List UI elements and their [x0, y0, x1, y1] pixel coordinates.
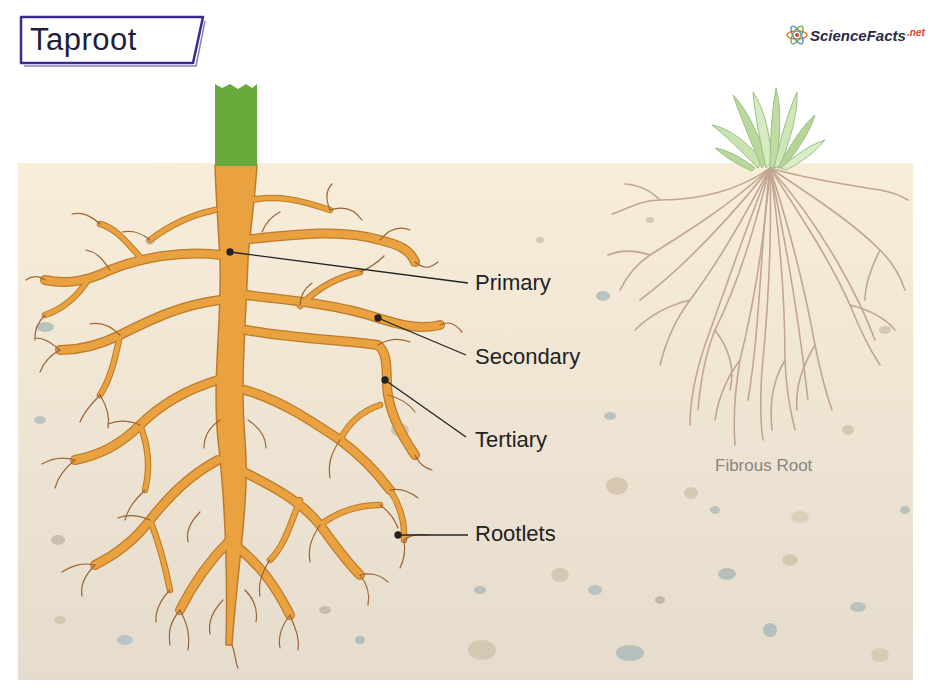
part-label: Rootlets: [475, 521, 556, 546]
watermark: .net: [907, 27, 925, 39]
fibrous-root: [608, 168, 908, 445]
logo-atom: [787, 24, 807, 45]
part-label: Secondary: [475, 344, 580, 369]
figure-label: Fibrous Root: [715, 456, 812, 476]
part-label: Tertiary: [475, 427, 547, 452]
diagram-title: Taproot: [30, 22, 137, 58]
stem: [215, 84, 257, 166]
part-label: Primary: [475, 270, 551, 295]
leader-lines: [227, 249, 468, 538]
watermark: ScienceFacts: [810, 27, 906, 44]
pebbles: [34, 217, 910, 662]
taproot: [45, 165, 440, 645]
title-frame: [21, 17, 203, 63]
soil: [18, 163, 913, 680]
grass-leaves: [712, 88, 825, 171]
rootlets: [26, 184, 462, 668]
